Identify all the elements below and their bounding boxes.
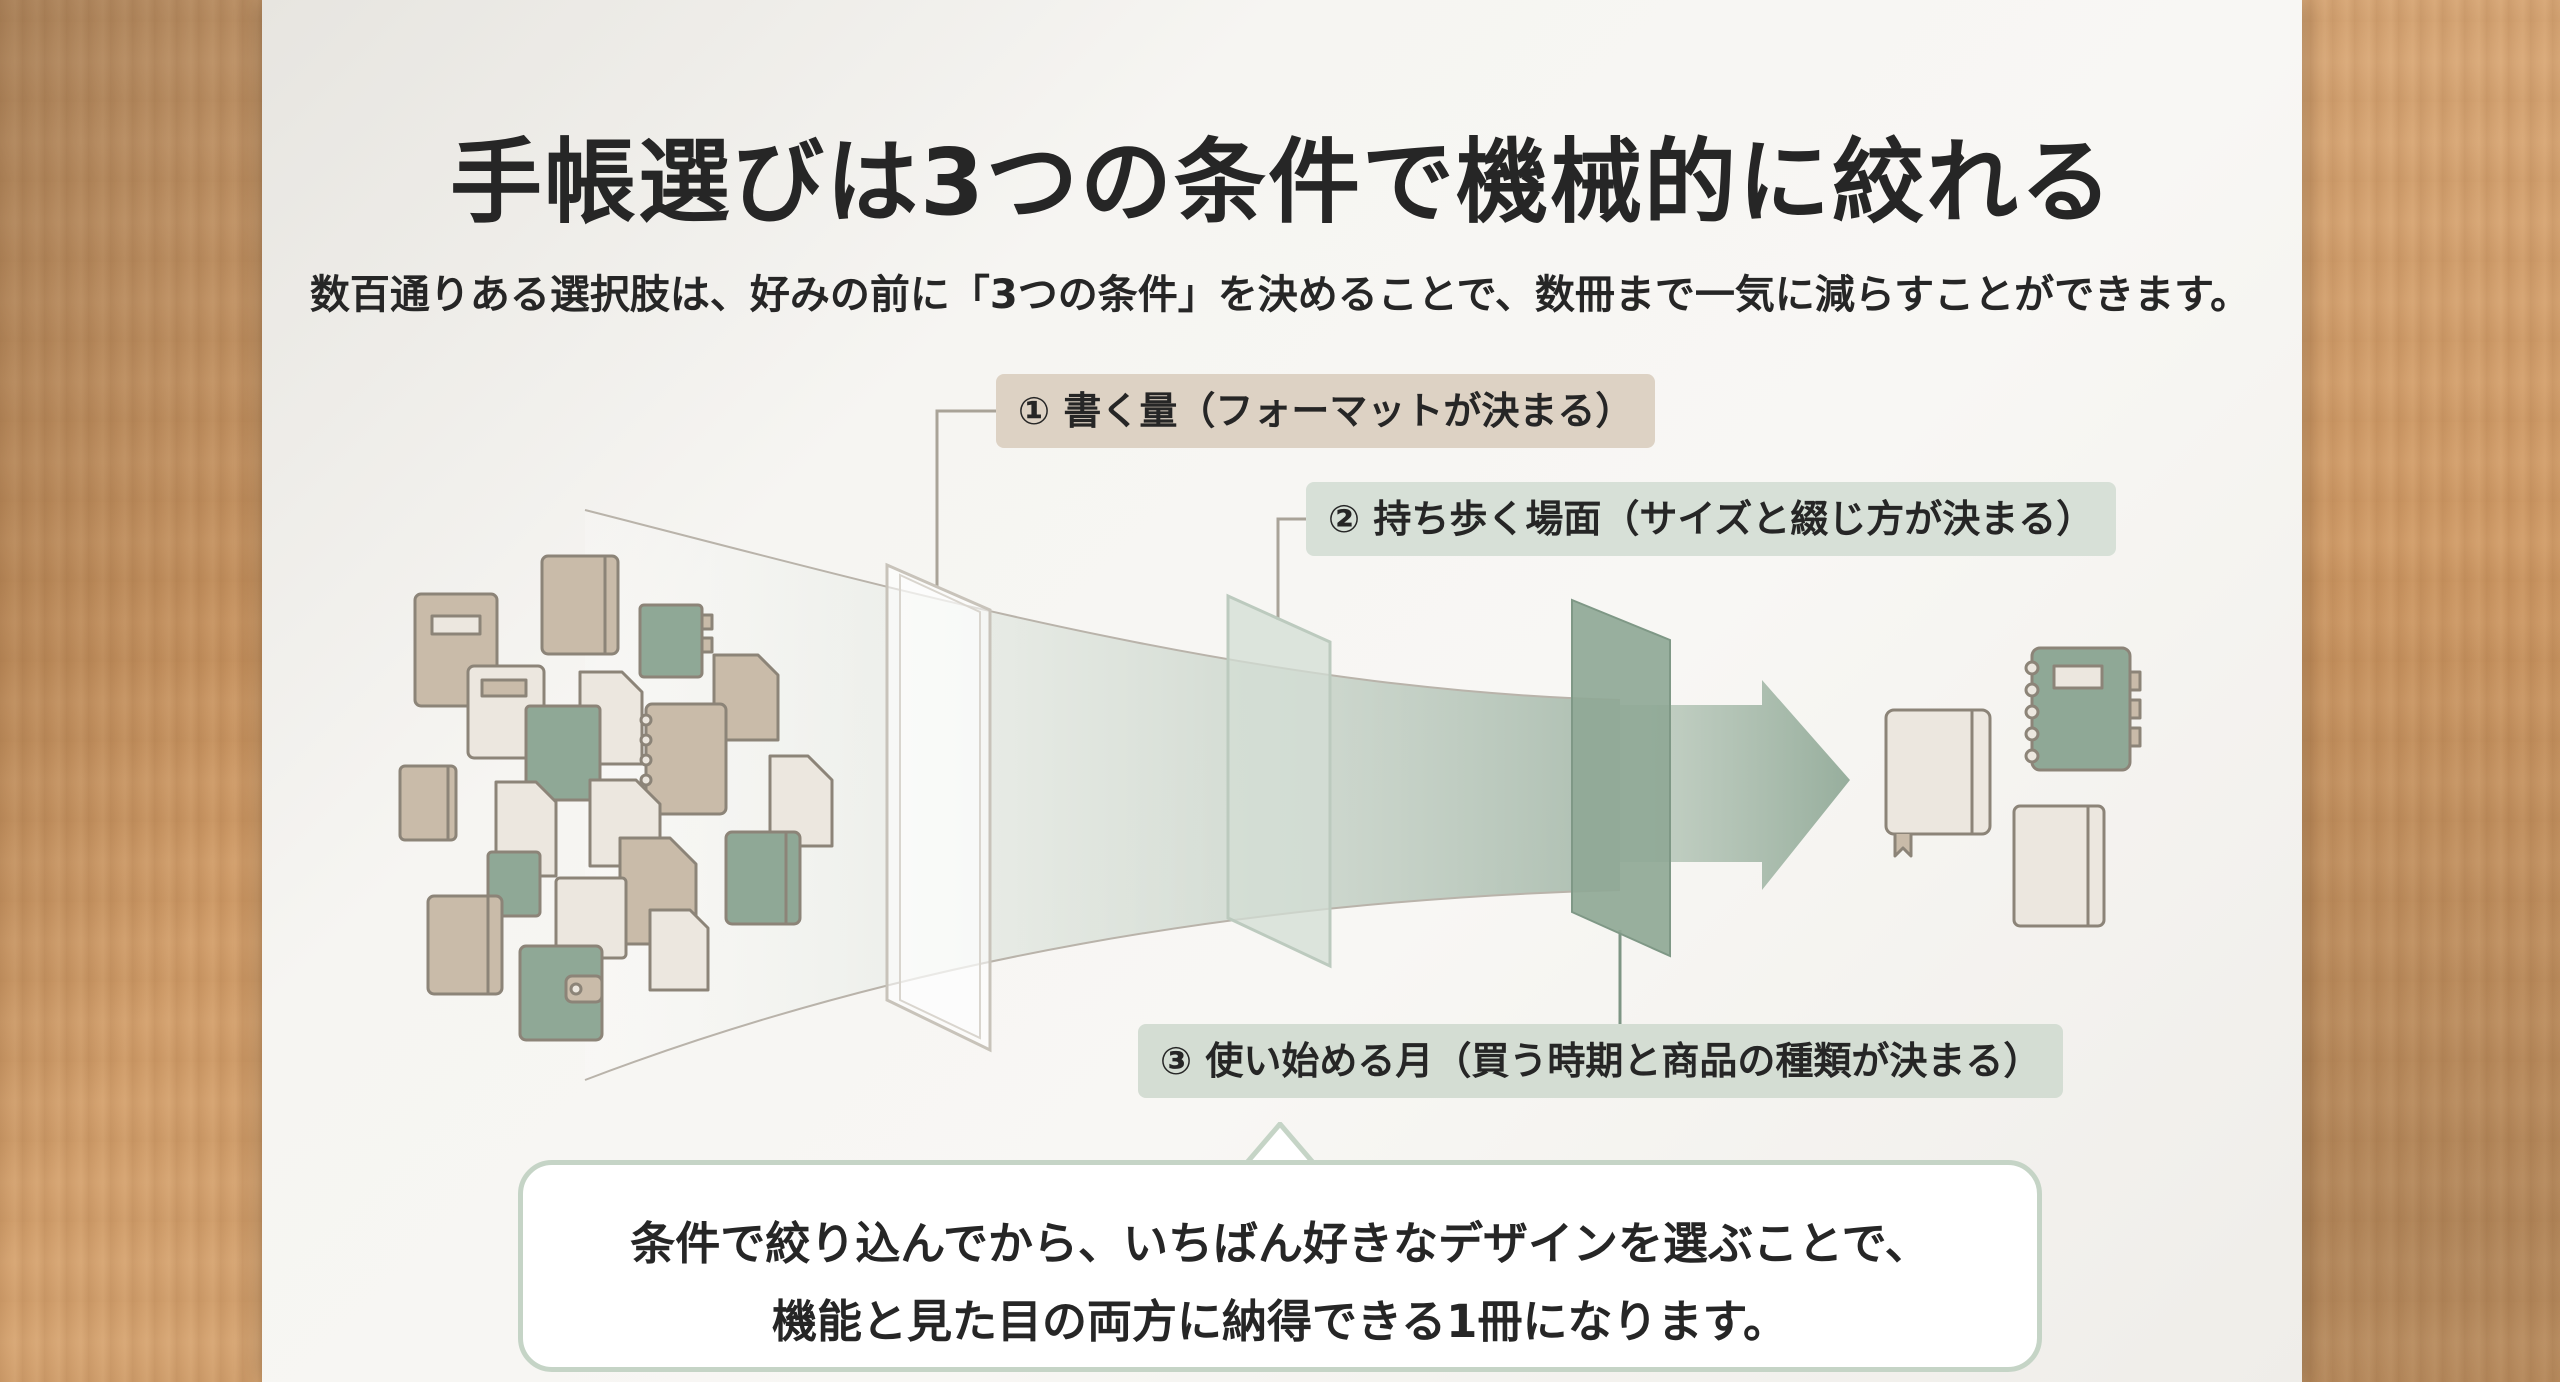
- condition-label-2: ② 持ち歩く場面（サイズと綴じ方が決まる）: [1306, 482, 2117, 556]
- page-subtitle: 数百通りある選択肢は、好みの前に「3つの条件」を決めることで、数冊まで一気に減ら…: [309, 272, 2251, 318]
- callout-line-1: 条件で絞り込んでから、いちばん好きなデザインを選ぶことで、: [630, 1217, 1930, 1270]
- planner-icon: [638, 603, 714, 679]
- funnel-bottom-edge: [584, 889, 1621, 1081]
- notebook-icon: [426, 894, 504, 996]
- page-title: 手帳選びは3つの条件で機械的に絞れる: [449, 129, 2114, 236]
- filter-3-panel: [1571, 598, 1671, 958]
- callout-line-2: 機能と見た目の両方に納得できる1冊になります。: [772, 1295, 1788, 1348]
- notebook-icon: [2012, 804, 2106, 928]
- summary-callout: 条件で絞り込んでから、いちばん好きなデザインを選ぶことで、 機能と見た目の両方に…: [518, 1160, 2042, 1372]
- funnel-top-edge: [584, 509, 1621, 701]
- funnel-body: [585, 510, 1620, 1080]
- notebook-icon: [1884, 708, 1992, 858]
- ring-binder-icon: [639, 702, 728, 816]
- callout-tail: [1244, 1122, 1316, 1166]
- condition-label-1: ① 書く量（フォーマットが決まる）: [996, 374, 1656, 448]
- many-planners-cluster: [398, 554, 834, 1042]
- filter-2-panel: [1226, 593, 1332, 969]
- wallet-planner-icon: [518, 944, 604, 1042]
- connector-line-2: [1276, 517, 1306, 620]
- planner-icon: [524, 704, 602, 802]
- condition-label-3: ③ 使い始める月（買う時期と商品の種類が決まる）: [1138, 1024, 2064, 1098]
- document-icon: [648, 908, 710, 992]
- output-arrow: [1620, 680, 1850, 890]
- filter-1-panel-back: [899, 573, 981, 1040]
- connector-line-1: [935, 409, 996, 588]
- ring-binder-icon: [2024, 646, 2142, 772]
- notebook-icon: [398, 764, 458, 842]
- selected-planners: [1884, 646, 2142, 928]
- notebook-icon: [724, 830, 802, 926]
- filter-1-panel: [885, 562, 992, 1053]
- notebook-icon: [540, 554, 620, 656]
